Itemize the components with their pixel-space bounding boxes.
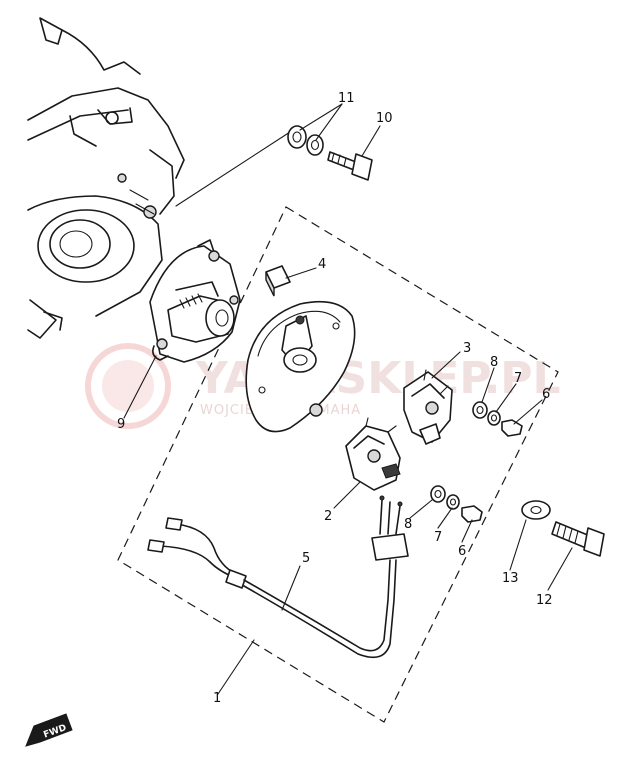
bolt-part-12 xyxy=(551,521,605,557)
washer-part-8a xyxy=(472,401,488,419)
callout-7a: 7 xyxy=(514,371,522,386)
crankcase-housing xyxy=(27,17,185,339)
callout-8b: 8 xyxy=(404,517,412,532)
lock-washer-part-7a xyxy=(487,410,501,426)
leader-crankcase xyxy=(175,131,291,207)
callout-6b: 6 xyxy=(458,544,466,559)
block-part-4 xyxy=(265,265,291,297)
callout-3: 3 xyxy=(463,341,471,356)
breaker-plate xyxy=(245,300,356,433)
hardware-stack-upper xyxy=(472,401,523,437)
callout-labels: 1 2 3 4 5 6 6 7 7 8 8 9 10 11 12 13 xyxy=(117,91,553,706)
callout-4: 4 xyxy=(318,257,326,272)
terminal-block xyxy=(371,533,409,561)
callout-12: 12 xyxy=(536,593,553,608)
washer-part-11 xyxy=(287,125,324,156)
callout-10: 10 xyxy=(376,111,393,126)
callout-13: 13 xyxy=(502,571,519,586)
bolt-part-10 xyxy=(327,151,373,181)
callout-7b: 7 xyxy=(434,530,442,545)
callout-2: 2 xyxy=(324,509,332,524)
callout-5: 5 xyxy=(302,551,310,566)
washer-part-13 xyxy=(521,500,551,520)
callout-8a: 8 xyxy=(490,355,498,370)
hardware-stack-lower xyxy=(430,485,483,523)
lock-washer-part-7b xyxy=(446,494,460,510)
callout-6a: 6 xyxy=(542,387,550,402)
callout-11: 11 xyxy=(338,91,355,106)
assembly-frame xyxy=(117,206,559,723)
forward-arrow: FWD xyxy=(25,713,73,747)
screw-part-6b xyxy=(461,505,483,523)
wire-harness xyxy=(147,495,409,659)
callout-9: 9 xyxy=(117,417,125,432)
washer-part-8b xyxy=(430,485,446,503)
screw-part-6a xyxy=(501,419,523,437)
base-plate-part-9 xyxy=(149,239,241,363)
contact-breaker-part-2 xyxy=(345,417,401,491)
leader-lines xyxy=(123,103,573,695)
callout-1: 1 xyxy=(213,691,221,706)
contact-breaker-part-3 xyxy=(403,369,453,445)
